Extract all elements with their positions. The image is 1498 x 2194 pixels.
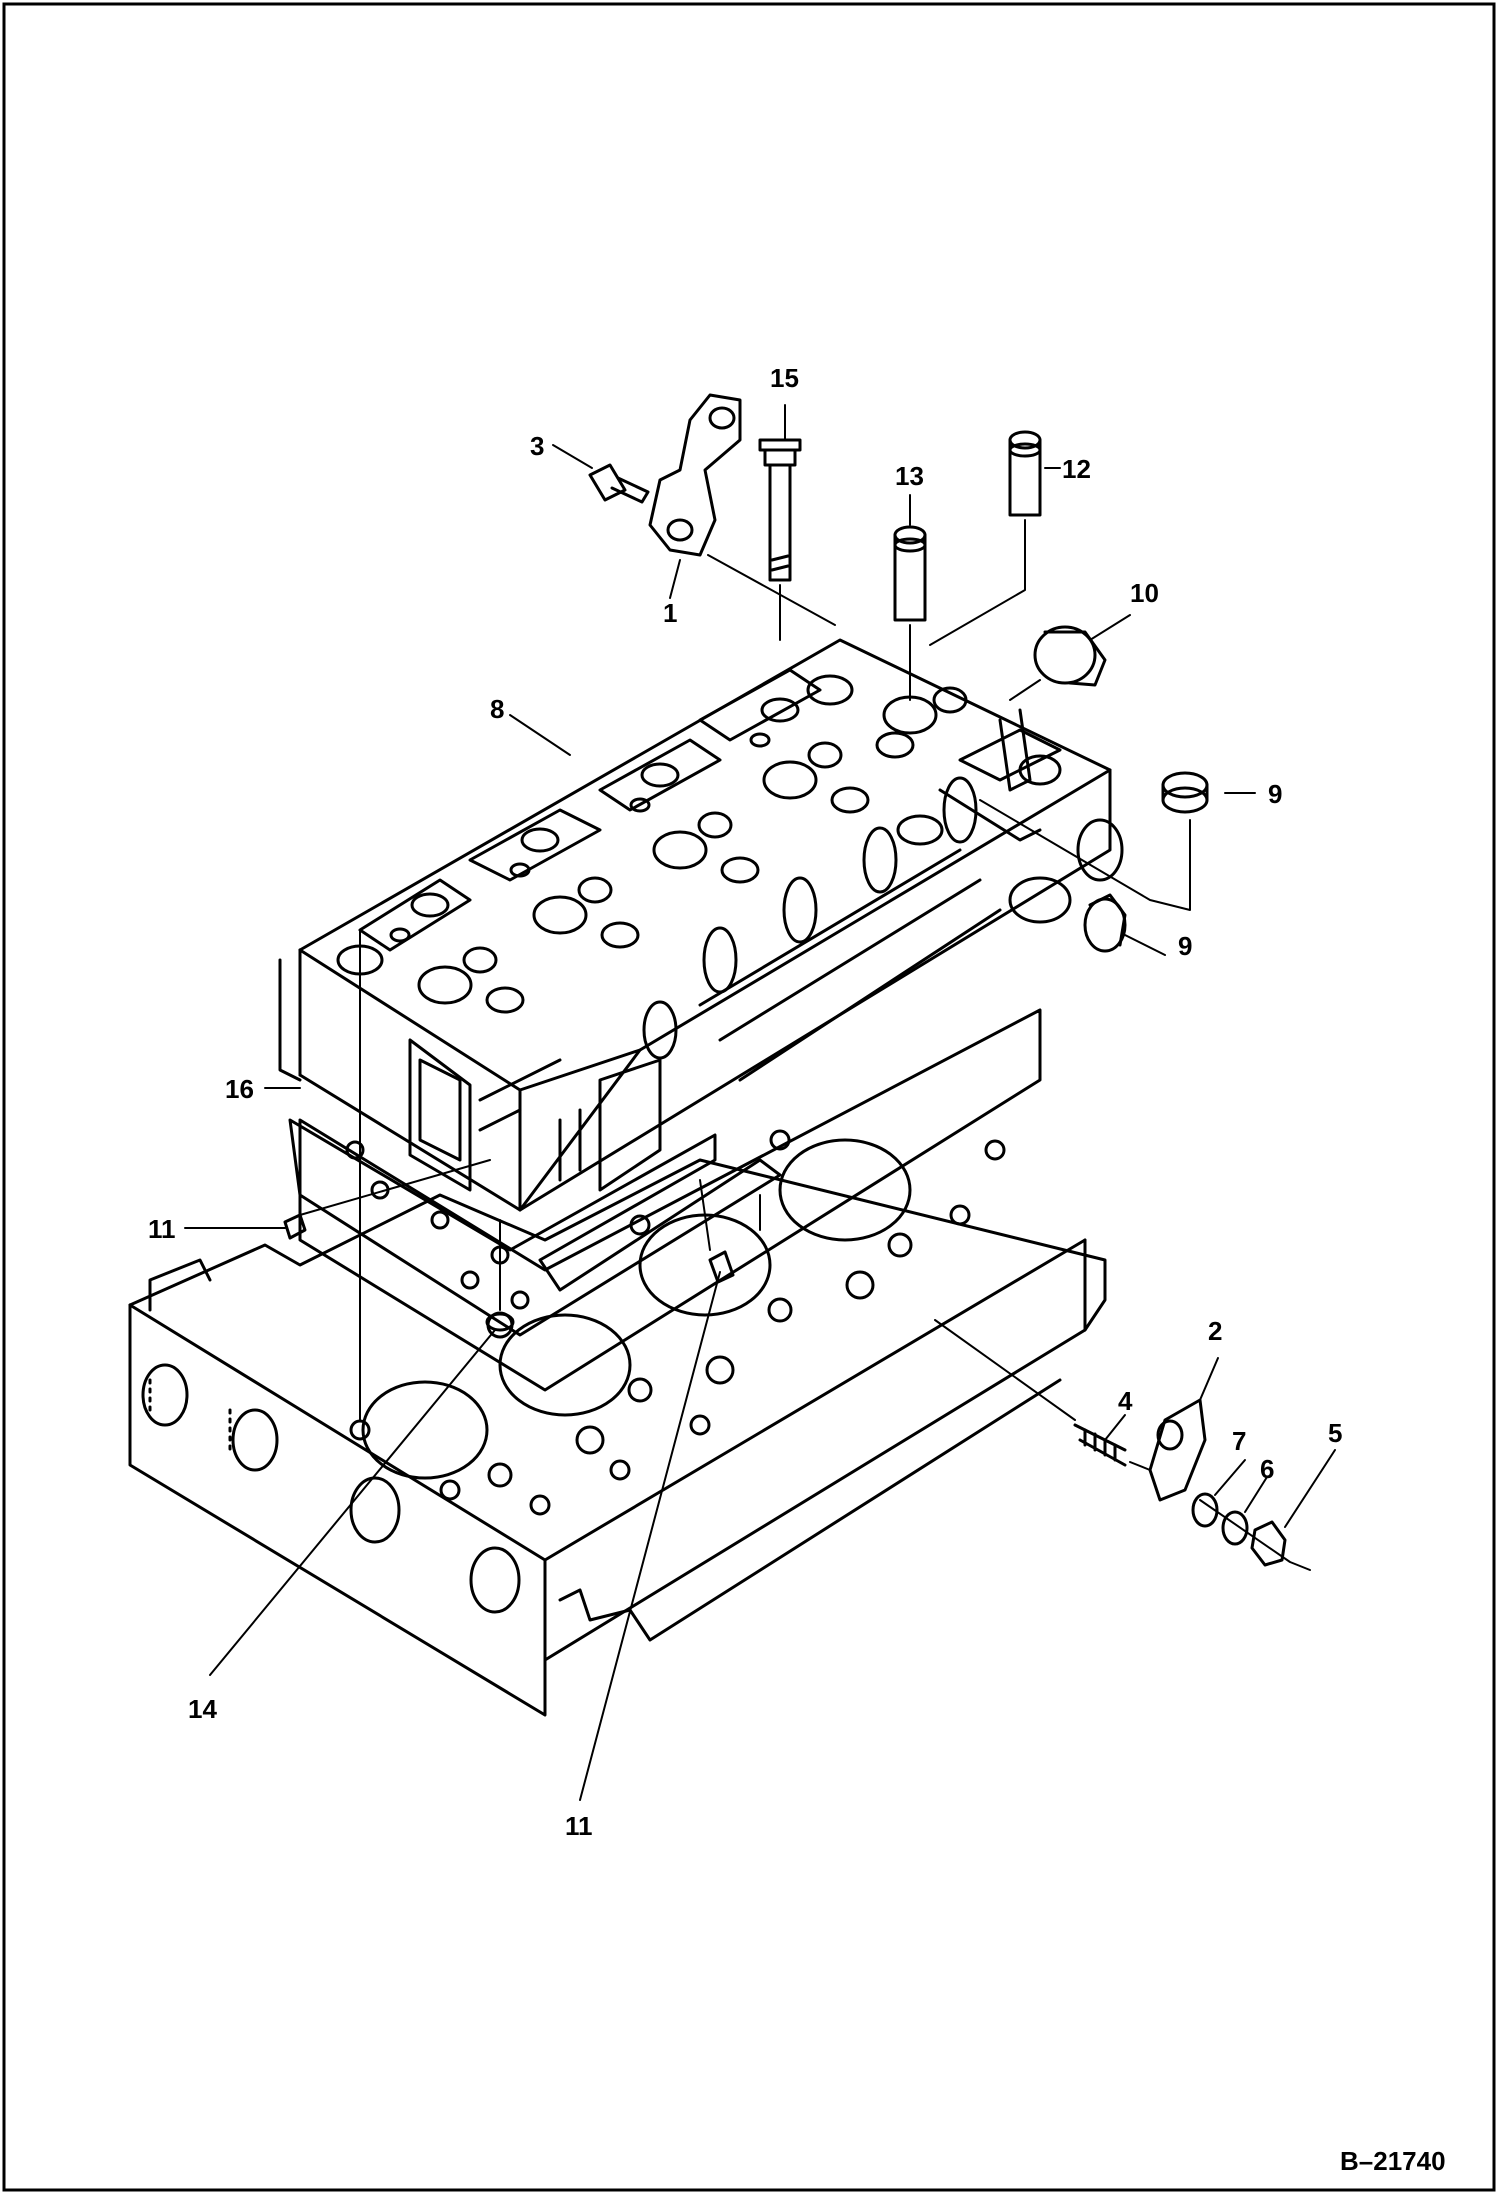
leader-lines bbox=[184, 404, 1336, 1801]
callout-6: 6 bbox=[1260, 1454, 1274, 1484]
assembly-lines bbox=[299, 519, 1311, 1571]
hanger-bracket-1 bbox=[648, 393, 742, 557]
callout-8: 8 bbox=[490, 694, 504, 724]
callout-5: 5 bbox=[1328, 1418, 1342, 1448]
callout-7: 7 bbox=[1232, 1426, 1246, 1456]
callout-14: 14 bbox=[188, 1694, 217, 1724]
nut-5 bbox=[1250, 1520, 1287, 1567]
callout-3: 3 bbox=[530, 431, 544, 461]
cylinder-block bbox=[128, 1158, 1107, 1717]
valve-guide-12 bbox=[1008, 430, 1042, 517]
callout-2: 2 bbox=[1208, 1316, 1222, 1346]
callout-9-lower: 9 bbox=[1178, 931, 1192, 961]
cylinder-head bbox=[278, 638, 1124, 1212]
callout-1: 1 bbox=[663, 598, 677, 628]
callout-labels: 15 3 13 12 1 10 8 9 9 16 11 2 4 7 6 5 14… bbox=[148, 363, 1342, 1841]
callout-15: 15 bbox=[770, 363, 799, 393]
valve-guide-13 bbox=[893, 525, 927, 622]
bolt-3 bbox=[588, 463, 650, 504]
o-ring-14 bbox=[485, 1312, 515, 1332]
dowel-11-center bbox=[708, 1250, 735, 1284]
washer-6 bbox=[1221, 1510, 1249, 1546]
callout-10: 10 bbox=[1130, 578, 1159, 608]
callout-16: 16 bbox=[225, 1074, 254, 1104]
callout-11-center: 11 bbox=[565, 1811, 593, 1841]
callout-12: 12 bbox=[1062, 454, 1091, 484]
hanger-bracket-2 bbox=[1148, 1398, 1207, 1502]
washer-7 bbox=[1191, 1492, 1219, 1528]
callout-4: 4 bbox=[1118, 1386, 1133, 1416]
plug-10 bbox=[1033, 625, 1107, 687]
head-gasket bbox=[298, 1008, 1042, 1516]
dowel-11-left bbox=[283, 1213, 307, 1240]
callout-13: 13 bbox=[895, 461, 924, 491]
head-bolt-15 bbox=[758, 438, 802, 582]
figure-id: B–21740 bbox=[1340, 2146, 1446, 2176]
callout-11-left: 11 bbox=[148, 1214, 176, 1244]
callout-9-upper: 9 bbox=[1268, 779, 1282, 809]
seal-9-lower bbox=[1083, 893, 1127, 953]
stud-4 bbox=[1073, 1423, 1127, 1467]
seal-9-upper bbox=[1161, 771, 1209, 814]
